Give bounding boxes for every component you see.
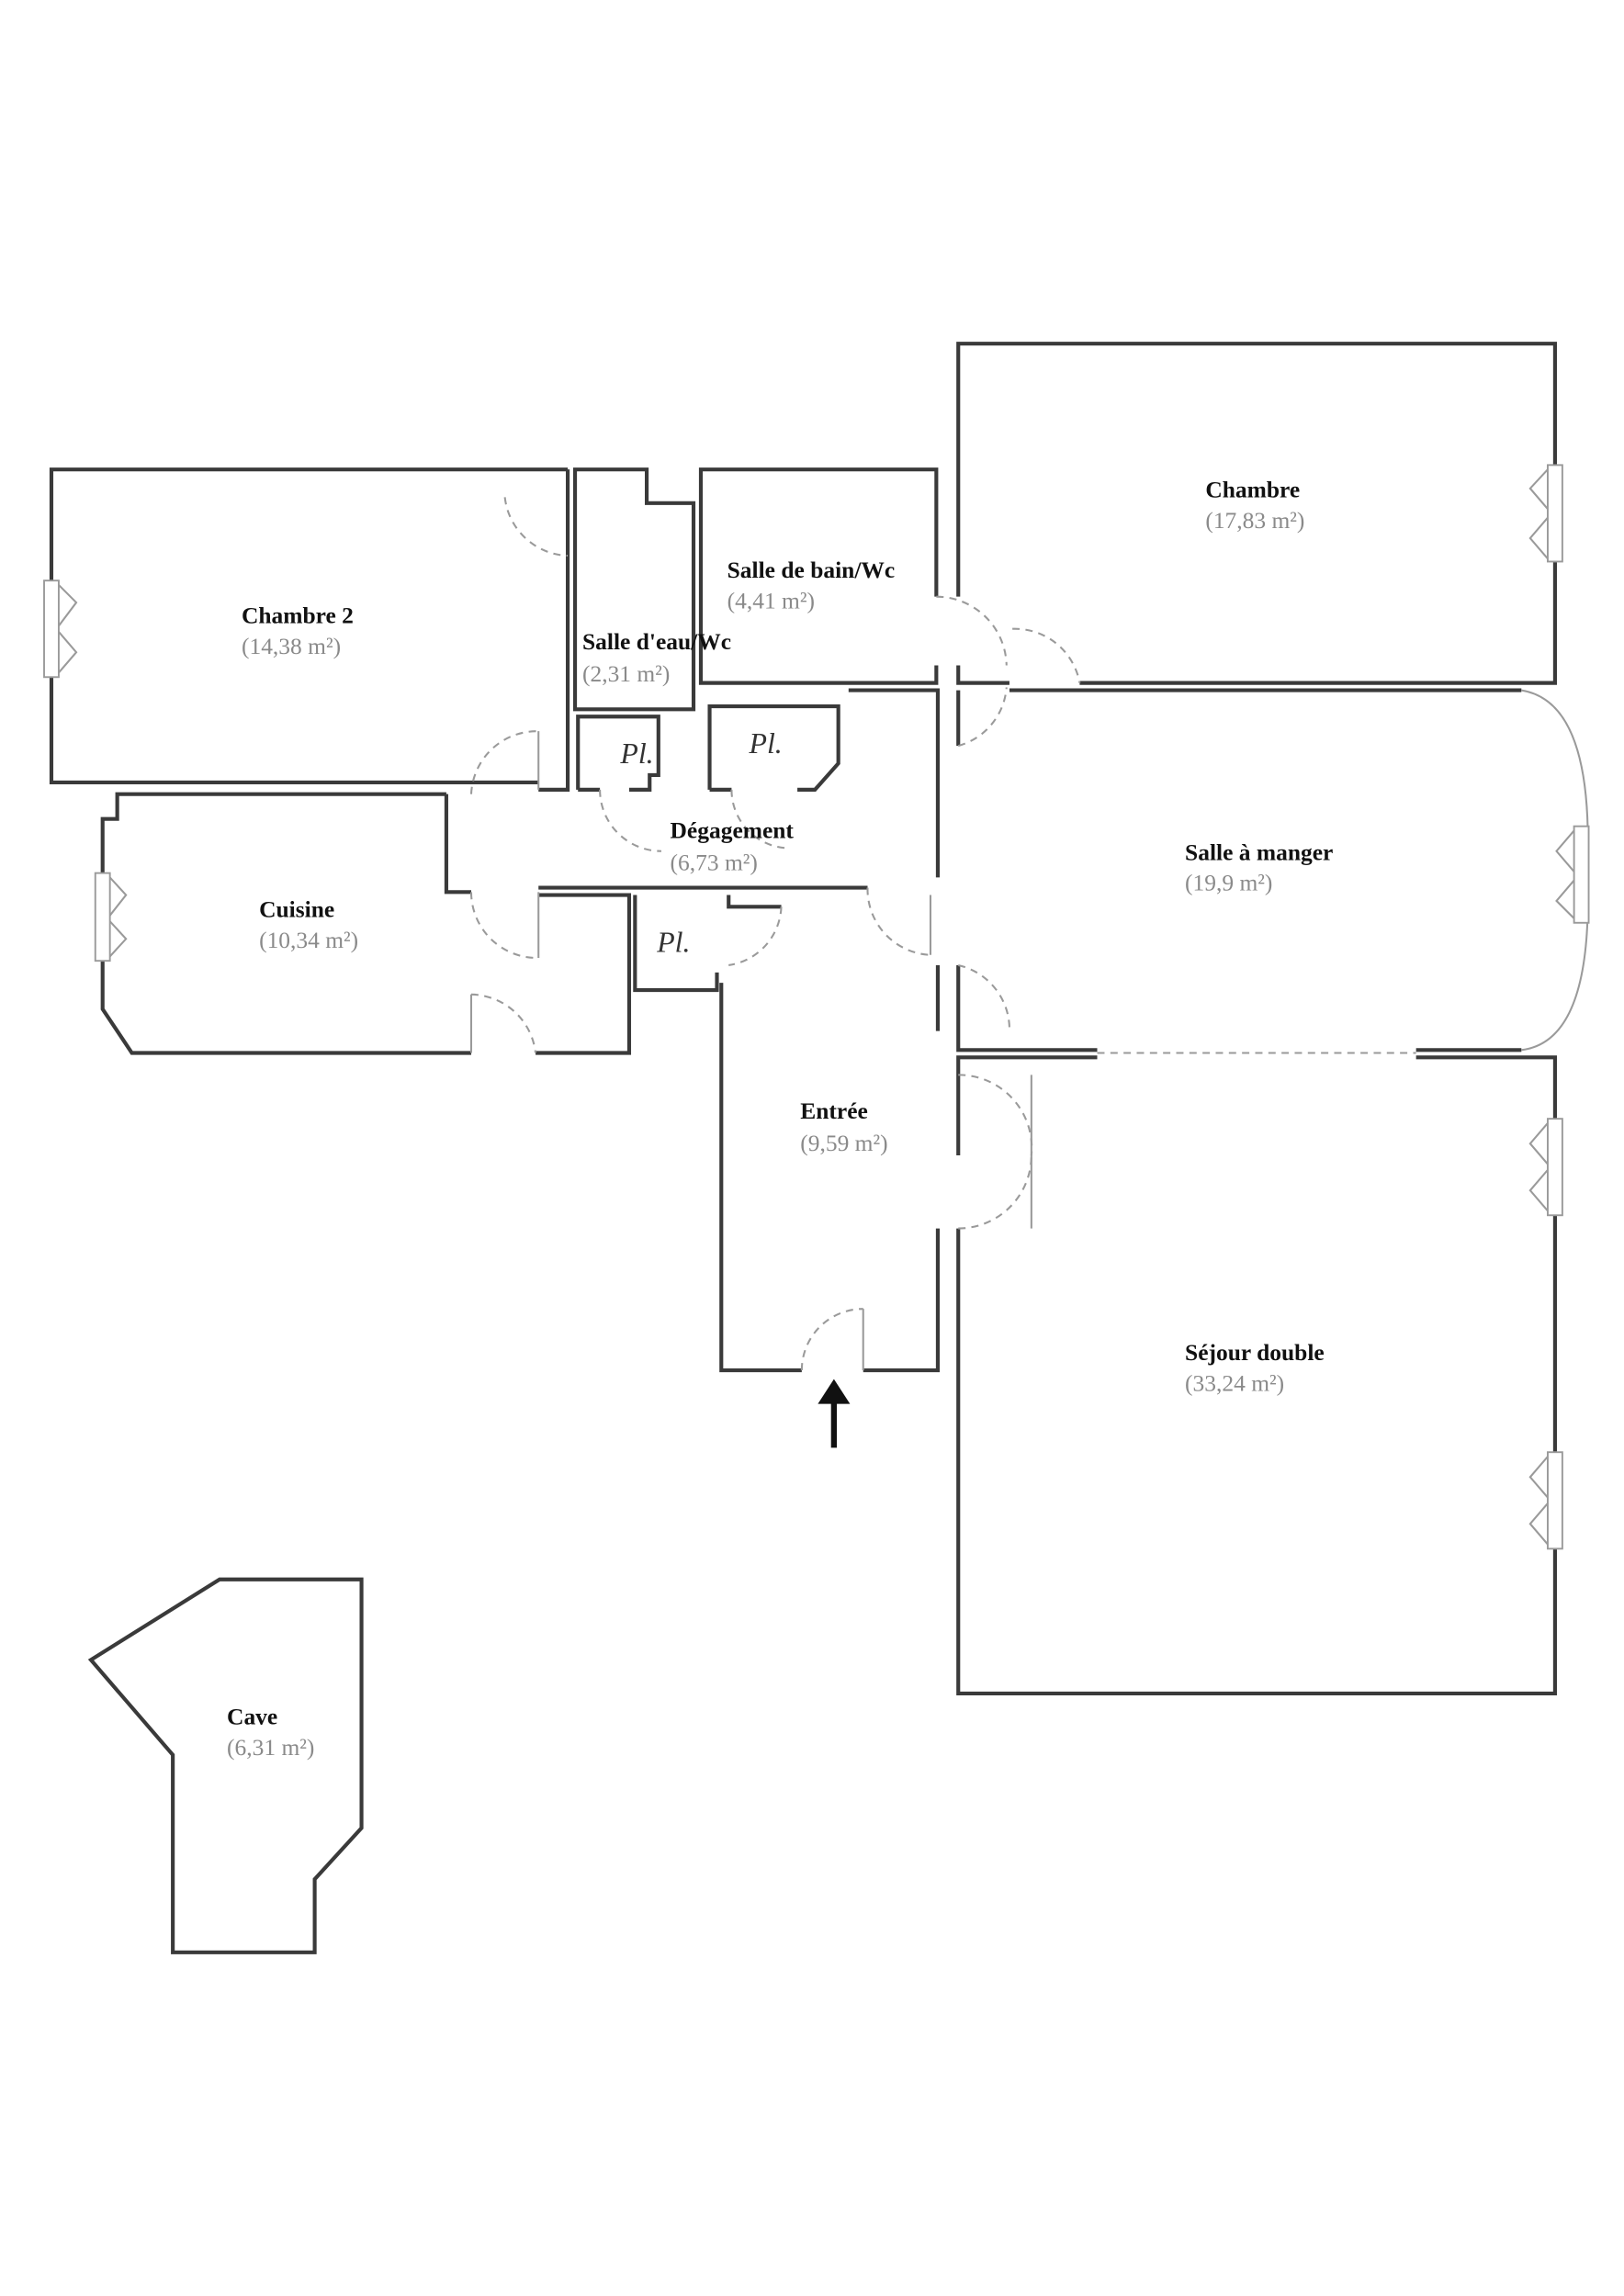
room-area-salle-eau: (2,31 m²) [582,660,670,687]
walls [49,342,1589,1954]
door-degagement-left [469,730,539,960]
closet-label: Pl. [749,727,783,760]
wall-closet-1 [576,715,660,792]
door-entrance [800,1308,863,1371]
window-salle-manger [1573,825,1590,924]
room-area-degagement: (6,73 m²) [671,849,758,875]
room-name-chambre2: Chambre 2 [242,602,354,628]
room-area-sejour: (33,24 m²) [1185,1369,1284,1396]
wall-closet-3 [633,895,782,993]
wall-cuisine [100,792,632,1055]
windows [43,464,1590,1550]
door-closet-1 [599,789,661,852]
room-name-sejour: Séjour double [1185,1339,1325,1366]
room-name-degagement: Dégagement [671,816,795,843]
room-name-chambre: Chambre [1205,476,1300,502]
arrow-up-icon [818,1379,851,1448]
room-name-cave: Cave [227,1703,277,1729]
room-name-salle-manger: Salle à manger [1185,838,1333,865]
wall-salle-eau [572,467,696,712]
door-chambre2 [503,497,569,557]
room-name-cuisine: Cuisine [259,895,334,922]
wall-salle-bain [698,467,939,685]
door-salle-manger-2 [866,887,1011,1031]
door-salle-bain [936,595,1008,666]
wall-chambre2 [49,467,570,792]
door-cuisine [470,993,537,1053]
door-salle-manger-1 [957,687,1008,748]
room-area-chambre2: (14,38 m²) [242,633,341,659]
wall-cave [87,1577,364,1954]
room-name-salle-eau: Salle d'eau/Wc [582,628,731,655]
window-chambre [1547,464,1563,563]
wall-salle-manger [956,688,1522,1052]
room-name-salle-bain: Salle de bain/Wc [727,557,896,583]
door-jambs [469,731,1032,1371]
window-chambre2 [43,580,60,679]
closet-label: Pl. [656,927,690,959]
closet-label: Pl. [619,737,653,770]
window-sejour-2 [1547,1451,1563,1550]
wall-sejour [956,1055,1557,1696]
room-area-cave: (6,31 m²) [227,1734,314,1761]
window-cuisine [94,872,111,962]
room-name-entree: Entrée [800,1097,868,1124]
room-area-salle-bain: (4,41 m²) [727,587,815,613]
room-area-entree: (9,59 m²) [800,1130,887,1156]
room-area-cuisine: (10,34 m²) [259,927,358,953]
door-sejour [958,1074,1033,1230]
door-closet-2 [730,789,791,850]
wall-chambre [956,342,1557,685]
doors [469,497,1081,1371]
wall-closet-2 [707,704,840,792]
door-chambre [1012,627,1081,683]
window-sejour-1 [1547,1118,1563,1217]
door-closet-3 [728,906,783,966]
room-area-salle-manger: (19,9 m²) [1185,870,1272,896]
wall-degagement [444,688,941,895]
wall-entree [719,964,941,1373]
room-area-chambre: (17,83 m²) [1205,507,1304,534]
